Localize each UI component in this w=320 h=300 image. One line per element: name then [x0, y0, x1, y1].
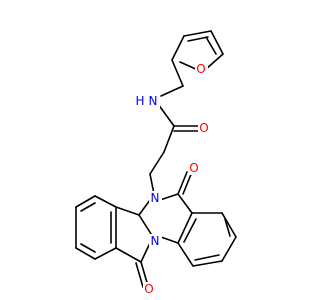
molecule-structure: O N H O N O N O [75, 30, 237, 296]
bond [140, 242, 151, 263]
furan-ring [171, 30, 224, 71]
bond [138, 199, 151, 216]
label-background [195, 62, 208, 76]
bond [149, 173, 155, 195]
quinazolinone-oxygen-label: O [189, 161, 198, 175]
bond [75, 195, 96, 208]
label-background [143, 282, 156, 296]
left-benzene-ring [75, 195, 117, 260]
label-background [149, 234, 162, 248]
bond [157, 103, 175, 127]
bond [183, 30, 212, 37]
atom-labels: O N H O N O N O [134, 62, 211, 296]
carbonyl-bond [135, 262, 144, 288]
double-bond-line [80, 202, 96, 212]
carbonyl-bond [177, 171, 188, 195]
double-bond-line [194, 254, 220, 261]
bond [221, 236, 237, 262]
bond [75, 247, 96, 260]
bond [149, 151, 165, 175]
bond [138, 214, 154, 238]
ring-nitrogen-label: N [151, 191, 160, 205]
label-background [188, 161, 201, 175]
fused-core [115, 171, 193, 288]
bond [115, 206, 140, 216]
label-background [198, 121, 211, 135]
carbonyl-bond [182, 171, 193, 195]
double-bond-line [224, 218, 231, 237]
bond [177, 193, 193, 214]
label-background [147, 94, 160, 108]
bond [163, 125, 175, 153]
double-bond-line [80, 243, 96, 253]
bond [221, 212, 237, 238]
isoindolone-oxygen-label: O [144, 282, 153, 296]
fused-nitrogen-label: N [151, 234, 160, 248]
amide-nitrogen-label: N [149, 94, 158, 108]
linker-chain [149, 59, 199, 195]
amide-hydrogen-label: H [135, 94, 144, 108]
bond [210, 30, 224, 55]
bond [159, 193, 179, 201]
double-bond-line [187, 36, 209, 42]
label-background [134, 94, 146, 108]
bond [177, 212, 193, 244]
bond [171, 59, 184, 87]
double-bond-line [183, 218, 197, 243]
bond [160, 85, 184, 97]
bond [94, 247, 117, 260]
bond [177, 242, 194, 267]
bond [192, 260, 223, 267]
furan-oxygen-label: O [196, 62, 205, 76]
double-bond-line [205, 36, 217, 55]
bond [171, 35, 185, 61]
bond [94, 195, 117, 208]
bond [115, 247, 142, 263]
amide-oxygen-label: O [199, 121, 208, 135]
bond [160, 236, 179, 244]
right-benzene-ring [177, 212, 237, 267]
label-background [149, 191, 162, 205]
